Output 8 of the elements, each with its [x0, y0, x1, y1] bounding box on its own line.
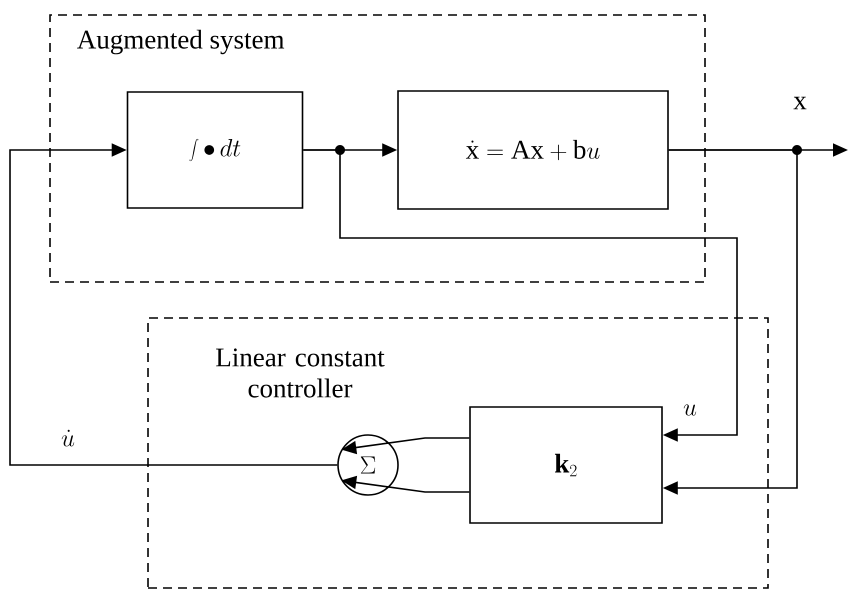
arrow [303, 149, 738, 442]
arrow [9, 143, 338, 466]
edge-label: $u$ [684, 404, 696, 416]
block-box: $\int\bullet\, dt$ [126, 91, 304, 209]
edge-label: x [794, 96, 806, 110]
edge-label: $\dot{u}$ [62, 430, 74, 446]
block-box: $\dot{\mathrm{x}}=\mathrm{Ax}+\mathrm{b}u$ [397, 90, 669, 210]
block-box: $\mathbf{k}_2$ [469, 406, 663, 524]
